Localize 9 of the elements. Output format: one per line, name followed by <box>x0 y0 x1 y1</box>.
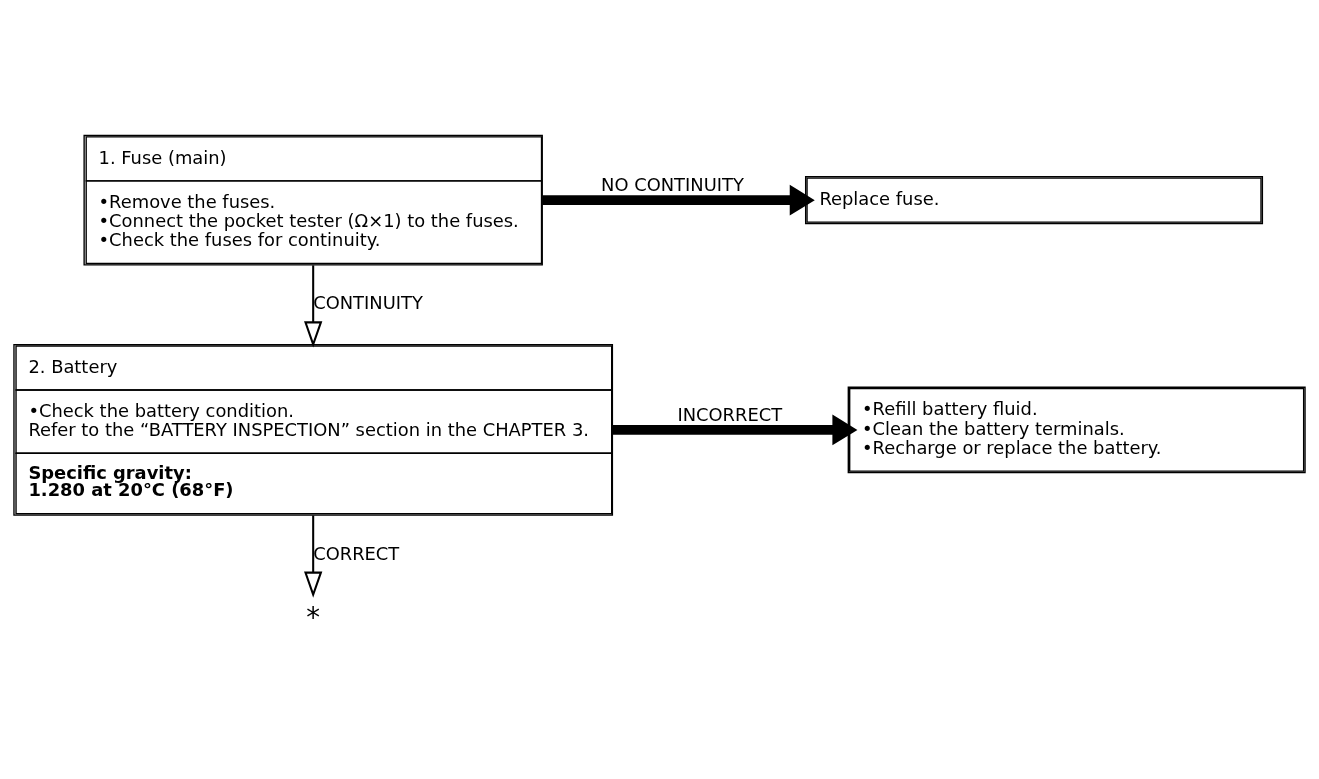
arrow <box>304 264 323 347</box>
arrow <box>612 414 858 445</box>
edge-label: CONTINUITY <box>313 291 423 313</box>
arrow <box>304 515 323 598</box>
edge-label: NO CONTINUITY <box>601 173 744 195</box>
edge-label: INCORRECT <box>677 403 783 425</box>
edge-label: CORRECT <box>313 542 400 564</box>
node-text: * <box>306 600 321 633</box>
arrow <box>542 184 815 215</box>
